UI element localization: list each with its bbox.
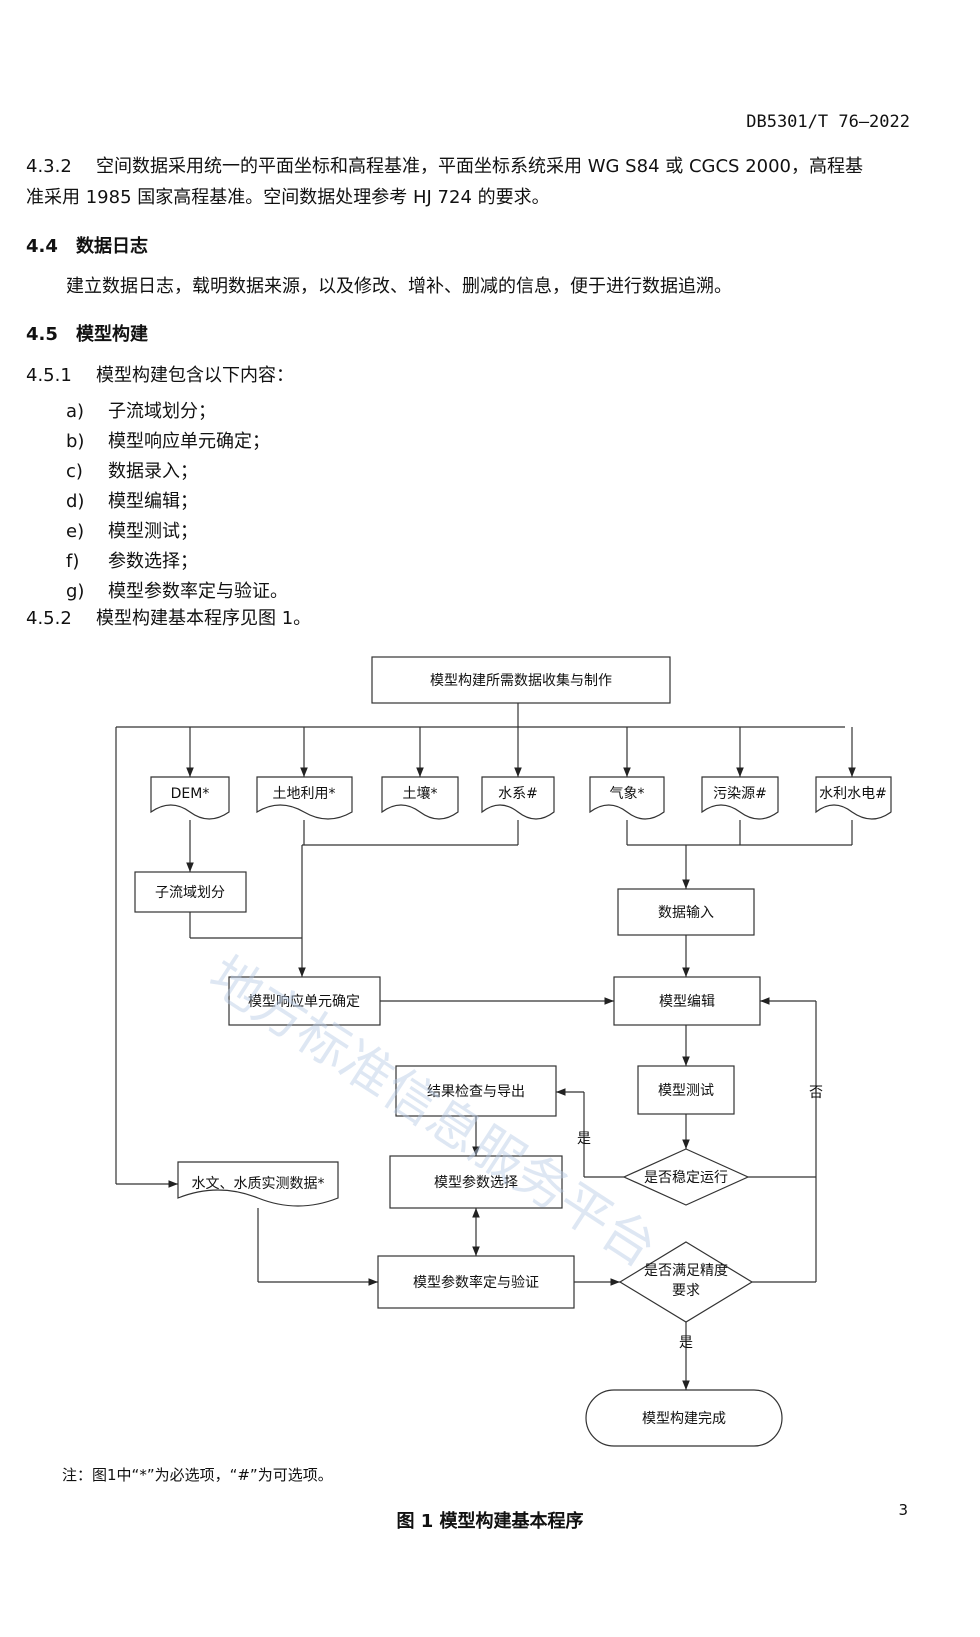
- subbasin-box: [134, 871, 247, 913]
- model-test-label: 模型测试: [658, 1083, 714, 1099]
- water-label: 水系#: [498, 786, 538, 802]
- stable-label: 是否稳定运行: [644, 1170, 728, 1186]
- hydro-label: 水利水电#: [819, 786, 887, 802]
- clause-number: 4.5.2: [26, 608, 72, 629]
- model-edit-box: [613, 976, 761, 1026]
- pollution-doc: [701, 776, 779, 820]
- observed-doc: [177, 1161, 339, 1207]
- figure-note: 注：图1中“*”为必选项，“#”为可选项。: [62, 1466, 333, 1484]
- result-check-label: 结果检查与导出: [427, 1084, 525, 1100]
- list-text: 子流域划分；: [108, 401, 216, 422]
- accuracy-label-2: 要求: [672, 1283, 700, 1299]
- stable-decision: [622, 1148, 750, 1206]
- list-item: e) 模型测试；: [66, 517, 198, 543]
- list-text: 模型测试；: [108, 521, 198, 542]
- observed-label: 水文、水质实测数据*: [192, 1176, 325, 1192]
- list-marker: a): [66, 401, 85, 422]
- section-4-5-heading: 4.5 模型构建: [26, 320, 148, 346]
- calibrate-label: 模型参数率定与验证: [413, 1274, 539, 1291]
- calibrate-box: [377, 1255, 575, 1309]
- list-item: b) 模型响应单元确定；: [66, 427, 270, 453]
- section-4-4-heading: 4.4 数据日志: [26, 232, 148, 258]
- list-marker: d): [66, 491, 85, 512]
- figure-caption: 图 1 模型构建基本程序: [396, 1511, 584, 1532]
- list-text: 参数选择；: [108, 551, 198, 572]
- water-doc: [481, 776, 555, 820]
- landuse-doc: [256, 776, 353, 820]
- list-item: a) 子流域划分；: [66, 397, 216, 423]
- list-text: 模型编辑；: [108, 491, 198, 512]
- section-4-4-body: 建立数据日志，载明数据来源，以及修改、增补、删减的信息，便于进行数据追溯。: [66, 276, 732, 297]
- section-number: 4.5: [26, 324, 58, 345]
- hydro-doc: [815, 776, 892, 820]
- clause-4-5-2: 4.5.2 模型构建基本程序见图 1。: [26, 603, 311, 634]
- list-text: 模型参数率定与验证。: [108, 581, 288, 602]
- weather-doc: [589, 776, 665, 820]
- clause-text: 模型构建基本程序见图 1。: [96, 608, 312, 629]
- list-item: d) 模型编辑；: [66, 487, 198, 513]
- done-terminal: [585, 1389, 783, 1447]
- section-number: 4.4: [26, 236, 58, 257]
- page-number: 3: [898, 1501, 908, 1519]
- no-label: 否: [809, 1085, 823, 1101]
- soil-label: 土壤*: [403, 785, 438, 802]
- done-label: 模型构建完成: [642, 1411, 726, 1427]
- landuse-label: 土地利用*: [273, 786, 336, 802]
- accuracy-label-1: 是否满足精度: [644, 1263, 728, 1279]
- clause-4-3-2-cont: 准采用 1985 国家高程基准。空间数据处理参考 HJ 724 的要求。: [26, 187, 550, 208]
- param-select-label: 模型参数选择: [434, 1174, 518, 1191]
- list-marker: e): [66, 521, 85, 542]
- model-edit-label: 模型编辑: [659, 994, 715, 1010]
- collect-data-box: [371, 656, 671, 704]
- list-item: c) 数据录入；: [66, 457, 198, 483]
- hru-label: 模型响应单元确定: [248, 993, 360, 1010]
- collect-data-label: 模型构建所需数据收集与制作: [430, 672, 612, 689]
- soil-doc: [381, 776, 459, 820]
- data-input-label: 数据输入: [658, 905, 714, 921]
- clause-4-3-2: 4.3.2 空间数据采用统一的平面坐标和高程基准，平面坐标系统采用 WG S84 …: [26, 151, 863, 182]
- dem-label: DEM*: [171, 786, 210, 802]
- hru-box: [228, 976, 381, 1026]
- list-text: 数据录入；: [108, 461, 198, 482]
- list-marker: b): [66, 431, 85, 452]
- section-title: 模型构建: [76, 324, 148, 345]
- subbasin-label: 子流域划分: [155, 885, 225, 901]
- dem-doc: [150, 776, 230, 820]
- accuracy-decision: [618, 1241, 754, 1323]
- document-code: DB5301/T 76—2022: [746, 112, 910, 132]
- yes-label-accuracy: 是: [679, 1335, 693, 1351]
- list-marker: g): [66, 581, 85, 602]
- pollution-label: 污染源#: [713, 786, 767, 802]
- yes-label-stable: 是: [577, 1131, 591, 1147]
- model-test-box: [637, 1065, 735, 1115]
- watermark: 地方标准信息服务平台: [198, 946, 667, 1280]
- list-item: f) 参数选择；: [66, 547, 198, 573]
- list-marker: c): [66, 461, 83, 482]
- section-title: 数据日志: [76, 236, 148, 257]
- clause-text: 空间数据采用统一的平面坐标和高程基准，平面坐标系统采用 WG S84 或 CGC…: [96, 156, 864, 177]
- result-check-box: [395, 1065, 557, 1117]
- clause-text: 模型构建包含以下内容：: [96, 365, 294, 386]
- list-text: 模型响应单元确定；: [108, 431, 270, 452]
- data-input-box: [617, 888, 755, 936]
- weather-label: 气象*: [610, 786, 645, 802]
- clause-4-5-1: 4.5.1 模型构建包含以下内容：: [26, 360, 294, 391]
- list-marker: f): [66, 551, 80, 572]
- clause-number: 4.5.1: [26, 365, 72, 386]
- param-select-box: [389, 1155, 563, 1209]
- clause-number: 4.3.2: [26, 156, 72, 177]
- list-item: g) 模型参数率定与验证。: [66, 577, 288, 603]
